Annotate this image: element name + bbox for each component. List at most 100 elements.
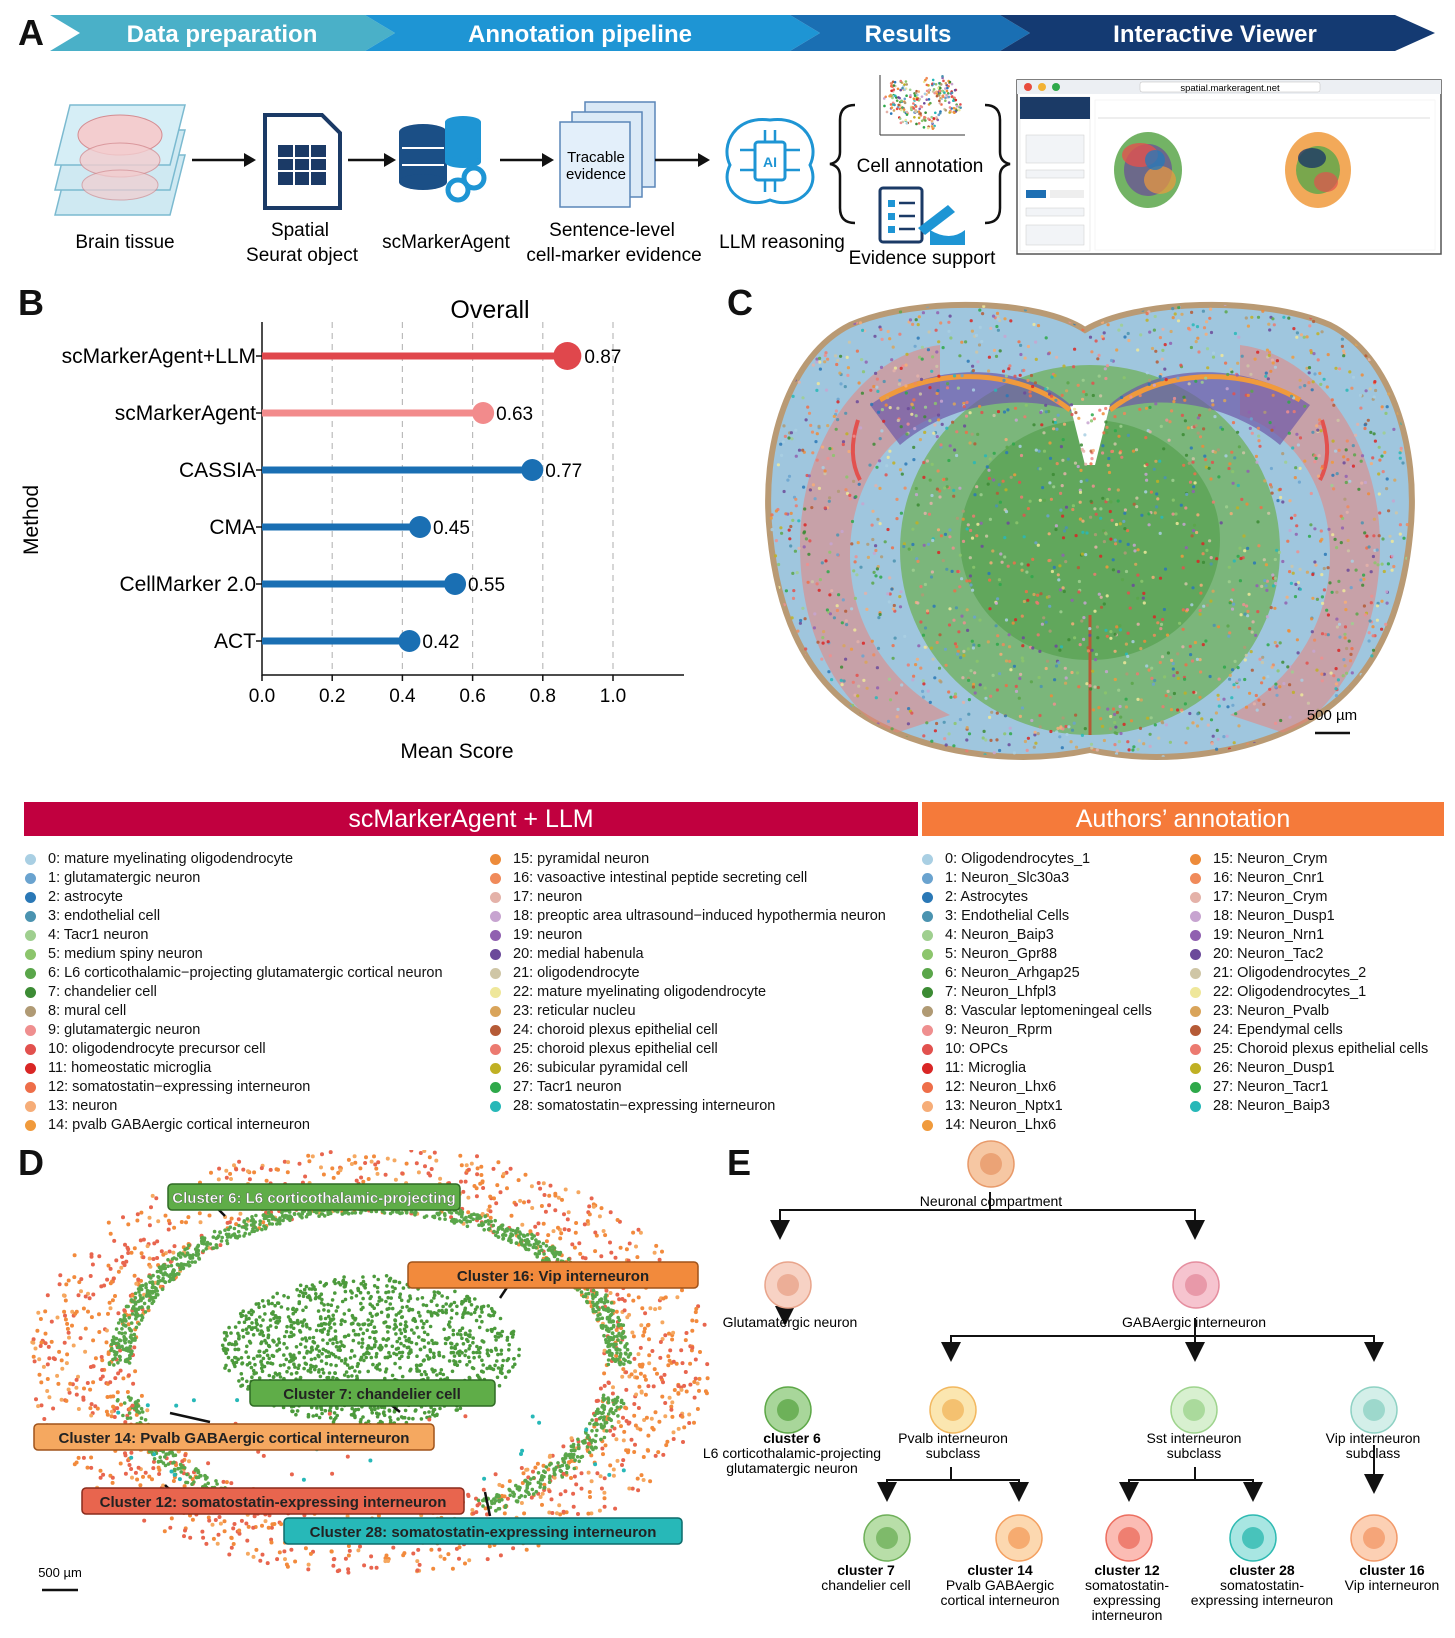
node-c28-line2: expressing interneuron (1191, 1592, 1333, 1608)
stage-arrow-3 (790, 15, 1030, 51)
legend-label: 11: homeostatic microglia (48, 1060, 212, 1076)
chart-title: Overall (450, 296, 529, 324)
legend-label: 21: oligodendrocyte (513, 965, 640, 981)
documents-icon (559, 101, 656, 208)
legend-label: 24: Ependymal cells (1213, 1022, 1343, 1038)
scale-bar-d-label: 500 µm (38, 1565, 82, 1580)
legend-swatch (490, 930, 501, 941)
legend-item: 27: Tacr1 neuron (490, 1078, 886, 1097)
legend-swatch (1190, 1082, 1201, 1093)
evidence-support-label: Evidence support (849, 248, 997, 269)
legend-swatch (922, 873, 933, 884)
panel-letter-e: E (727, 1142, 752, 1183)
llm-reasoning-label: LLM reasoning (719, 232, 845, 253)
node-c6-bold: cluster 6 (763, 1430, 821, 1446)
legend-banner-right: Authors’ annotation (922, 802, 1444, 836)
legend-label: 13: neuron (48, 1098, 118, 1114)
spatial-label-1: Spatial (271, 220, 329, 241)
legend-banner-left: scMarkerAgent + LLM (24, 802, 918, 836)
legend-swatch (490, 968, 501, 979)
node-glut-nucleus (777, 1274, 799, 1296)
legend-swatch (490, 1063, 501, 1074)
legend-label: 25: choroid plexus epithelial cell (513, 1041, 718, 1057)
lollipop-dot (521, 459, 544, 481)
label-box-cluster-14 (33, 1423, 435, 1451)
node-c14-bold: cluster 14 (967, 1562, 1033, 1578)
legend-swatch (25, 949, 36, 960)
legend-item: 24: Ependymal cells (1190, 1021, 1428, 1040)
lollipop-dot (398, 630, 421, 652)
x-tick-label: 0.8 (530, 686, 556, 707)
legend-swatch (922, 911, 933, 922)
node-c6-line2: glutamatergic neuron (726, 1460, 858, 1476)
label-box-cluster-28 (283, 1517, 683, 1545)
lollipop-dot (472, 402, 495, 424)
legend-swatch (25, 930, 36, 941)
lollipop-dot (408, 516, 431, 538)
node-c6-line1: L6 corticothalamic-projecting (703, 1445, 881, 1461)
workflow-diagram: Brain tissue Spatial Seurat object scMar… (54, 75, 1442, 269)
stage-label-2: Annotation pipeline (468, 21, 692, 48)
legend-label: 22: Oligodendrocytes_1 (1213, 984, 1367, 1000)
legend-label: 12: Neuron_Lhx6 (945, 1079, 1057, 1095)
legend-item: 22: mature myelinating oligodendrocyte (490, 983, 886, 1002)
legend-swatch (490, 987, 501, 998)
brain-tissue-label: Brain tissue (75, 232, 174, 253)
legend-label: 10: OPCs (945, 1041, 1008, 1057)
node-c7-bold: cluster 7 (837, 1562, 895, 1578)
umap-thumbnail (879, 75, 965, 136)
legend-label: 10: oligodendrocyte precursor cell (48, 1041, 266, 1057)
legend-label: 1: glutamatergic neuron (48, 870, 201, 886)
legend-swatch (922, 968, 933, 979)
x-tick-label: 0.4 (389, 686, 416, 707)
legend-item: 3: Endothelial Cells (922, 907, 1152, 926)
legend-item: 20: medial habenula (490, 945, 886, 964)
legend-label: 23: reticular nucleu (513, 1003, 636, 1019)
workflow-banner: Data preparation Annotation pipeline Res… (50, 15, 1435, 51)
node-glut-label: Glutamatergic neuron (723, 1314, 858, 1330)
legend-label: 19: neuron (513, 927, 583, 943)
legend-swatch (490, 949, 501, 960)
spatial-label-2: Seurat object (246, 245, 359, 266)
label-box-cluster-12 (81, 1487, 465, 1515)
value-label: 0.63 (496, 404, 533, 425)
node-c7-nucleus (876, 1527, 898, 1549)
x-tick-label: 0.6 (459, 686, 485, 707)
legend-item: 4: Neuron_Baip3 (922, 926, 1152, 945)
legend-item: 0: mature myelinating oligodendrocyte (25, 850, 443, 869)
legend-label: 4: Tacr1 neuron (48, 927, 149, 943)
legend-swatch (25, 1063, 36, 1074)
legend-swatch (922, 1082, 933, 1093)
legend-item: 7: chandelier cell (25, 983, 443, 1002)
legend-item: 10: OPCs (922, 1040, 1152, 1059)
legend-swatch (25, 1101, 36, 1112)
panel-letter-c: C (727, 282, 753, 323)
tracable-label-2: evidence (566, 166, 626, 183)
legend-item: 23: Neuron_Pvalb (1190, 1002, 1428, 1021)
legend-item: 28: somatostatin−expressing interneuron (490, 1097, 886, 1116)
legend-swatch (490, 1101, 501, 1112)
viewer-window: spatial.markeragent.net (1016, 79, 1442, 255)
viewer-url: spatial.markeragent.net (1180, 83, 1280, 94)
legend-item: 15: pyramidal neuron (490, 850, 886, 869)
legend-swatch (1190, 1025, 1201, 1036)
legend-swatch (25, 1082, 36, 1093)
node-c16-bold: cluster 16 (1359, 1562, 1425, 1578)
cell-annotation-label: Cell annotation (857, 156, 984, 177)
legend-item: 14: pvalb GABAergic cortical interneuron (25, 1116, 443, 1135)
node-pvalb-line2: subclass (926, 1445, 980, 1461)
node-vip-nucleus (1363, 1399, 1385, 1421)
legend-label: 4: Neuron_Baip3 (945, 927, 1054, 943)
brain-tissue-icon (54, 104, 186, 216)
panel-letter-a: A (18, 12, 44, 53)
legend-item: 17: neuron (490, 888, 886, 907)
legend-item: 16: vasoactive intestinal peptide secret… (490, 869, 886, 888)
legend-item: 11: homeostatic microglia (25, 1059, 443, 1078)
legend-swatch (25, 1025, 36, 1036)
legend-item: 20: Neuron_Tac2 (1190, 945, 1428, 964)
label-cluster-14: Cluster 14: Pvalb GABAergic cortical int… (59, 1430, 410, 1447)
legend-item: 5: Neuron_Gpr88 (922, 945, 1152, 964)
legend-label: 6: L6 corticothalamic−projecting glutama… (48, 965, 443, 981)
node-sst-nucleus (1183, 1399, 1205, 1421)
